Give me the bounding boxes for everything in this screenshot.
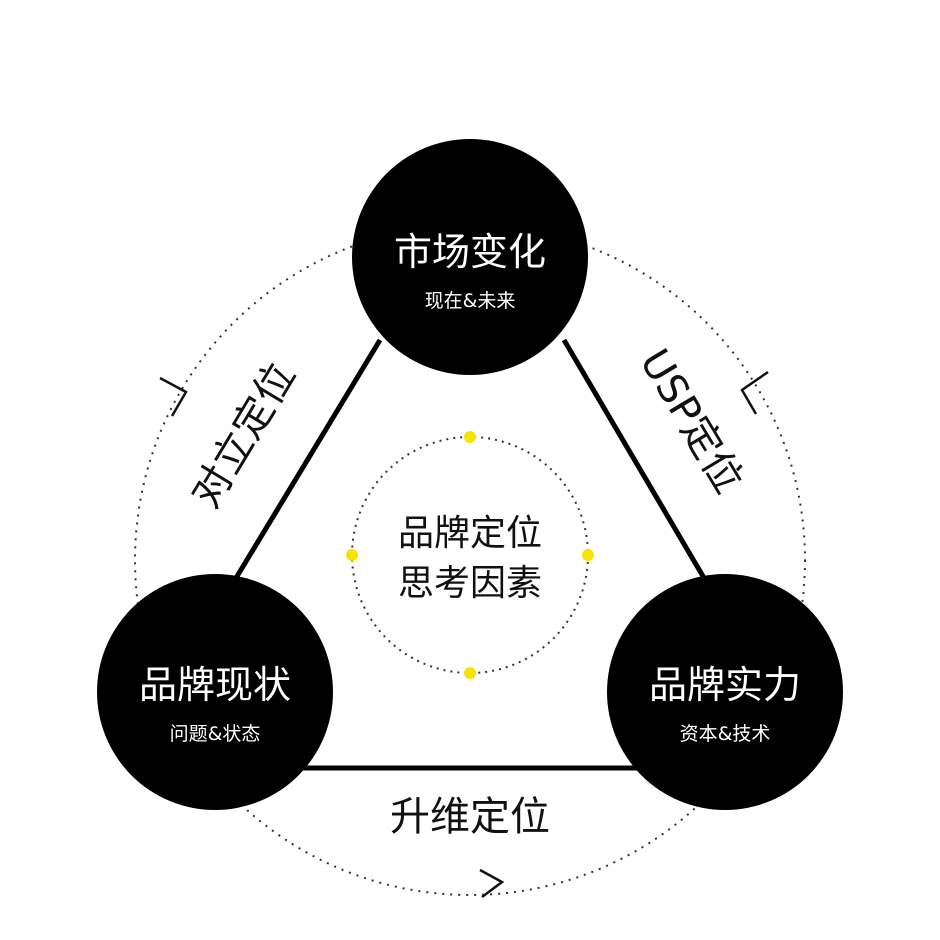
node-right-circle — [607, 574, 843, 810]
center-dot-left — [346, 549, 358, 561]
center-dot-right — [582, 549, 594, 561]
edge-label-right: USP定位 — [631, 341, 752, 501]
node-top-title: 市场变化 — [394, 230, 546, 274]
triangle-edge-left — [233, 338, 383, 580]
node-top-circle — [352, 139, 588, 375]
center-dot-bottom — [464, 667, 476, 679]
center-title-line2: 思考因素 — [398, 563, 542, 604]
triangle-edge-right — [561, 338, 707, 580]
node-left-subtitle: 问题&状态 — [170, 723, 261, 745]
center-dotted-circle — [351, 436, 589, 674]
node-right-subtitle: 资本&技术 — [680, 723, 771, 745]
outer-cycle-circle — [134, 224, 806, 896]
center-dot-top — [464, 431, 476, 443]
bottom-cycle-arrow-icon — [479, 868, 505, 898]
left-cycle-arrow-icon — [159, 376, 188, 417]
center-title-line1: 品牌定位 — [398, 513, 542, 554]
node-top-subtitle: 现在&未来 — [425, 290, 516, 312]
right-cycle-arrow-icon — [740, 370, 769, 415]
node-market-change: 市场变化 现在&未来 — [352, 139, 588, 375]
node-left-title: 品牌现状 — [139, 663, 291, 707]
node-brand-strength: 品牌实力 资本&技术 — [607, 574, 843, 810]
node-left-circle — [97, 574, 333, 810]
node-right-title: 品牌实力 — [649, 663, 801, 707]
edge-label-bottom: 升维定位 — [390, 794, 550, 840]
node-brand-status: 品牌现状 问题&状态 — [97, 574, 333, 810]
